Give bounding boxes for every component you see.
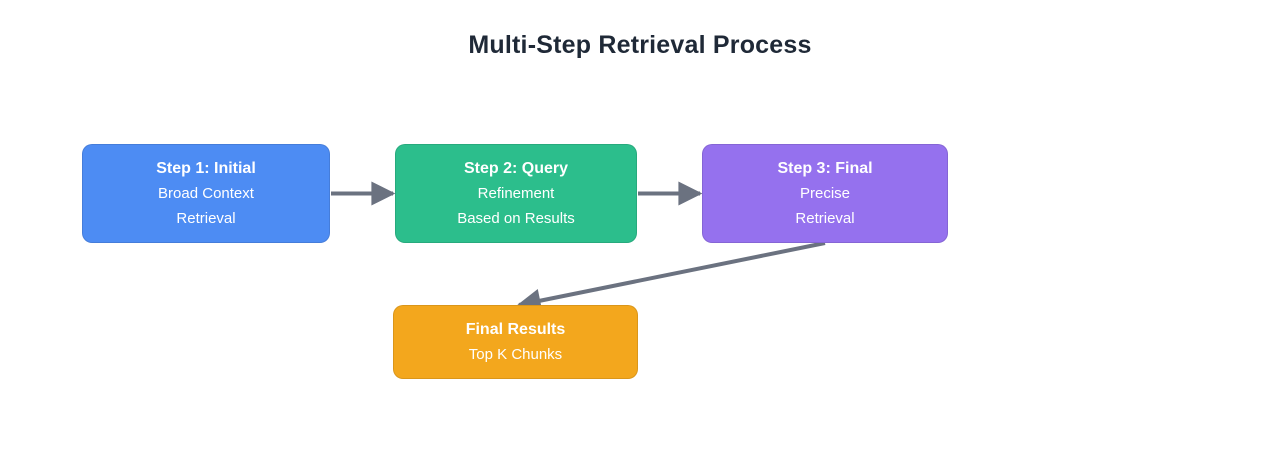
node-title: Final Results bbox=[465, 321, 566, 338]
node-step2-query: Step 2: Query Refinement Based on Result… bbox=[395, 144, 637, 243]
node-line: Refinement bbox=[477, 185, 555, 202]
arrow-step3-to-final bbox=[516, 241, 826, 313]
node-line: Top K Chunks bbox=[468, 346, 563, 363]
node-line: Broad Context bbox=[158, 185, 254, 202]
node-title: Step 2: Query bbox=[463, 160, 569, 177]
node-step3-final: Step 3: Final Precise Retrieval bbox=[702, 144, 948, 243]
node-line: Precise bbox=[799, 185, 851, 202]
node-final-results: Final Results Top K Chunks bbox=[393, 305, 638, 379]
node-title: Step 3: Final bbox=[777, 160, 873, 177]
node-line: Retrieval bbox=[795, 210, 855, 227]
diagram-title: Multi-Step Retrieval Process bbox=[468, 31, 812, 59]
node-step1-initial: Step 1: Initial Broad Context Retrieval bbox=[82, 144, 330, 243]
node-title: Step 1: Initial bbox=[156, 160, 256, 177]
node-line: Based on Results bbox=[457, 210, 575, 227]
node-line: Retrieval bbox=[176, 210, 236, 227]
